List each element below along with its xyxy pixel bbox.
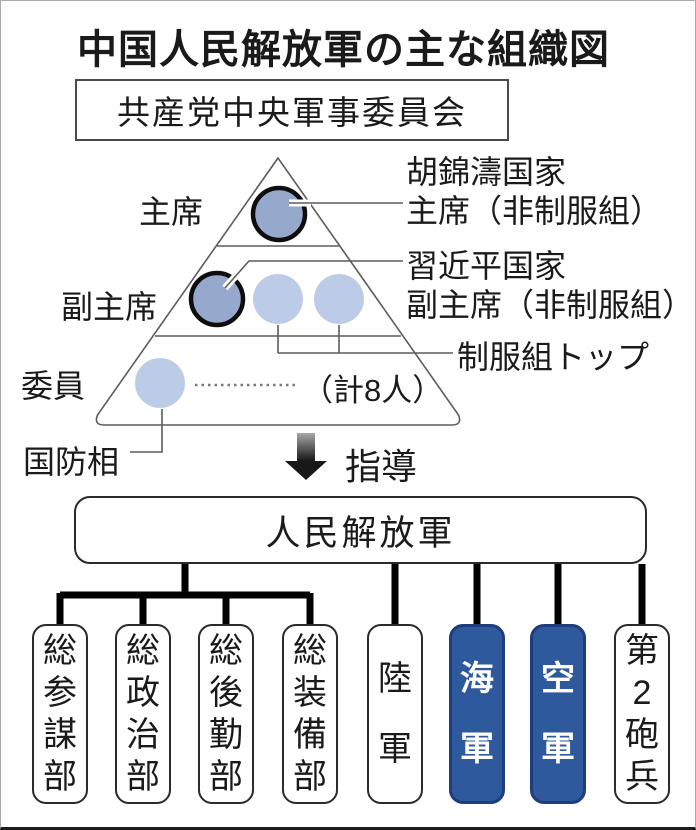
branch-box-general-political: 総政治部 [115,624,171,804]
vice-chairman-circle-light-1 [253,274,303,324]
guidance-arrow-shaft [297,433,315,462]
pla-box: 人民解放軍 [74,496,647,564]
chairman-annotation-line1: 胡錦濤国家 [406,154,567,190]
branch-box-army: 陸軍 [367,624,423,804]
org-connector-lines [56,564,646,625]
rank-label-member: 委員 [21,368,86,404]
vice-chairman-annotation-line1: 習近平国家 [406,248,567,284]
vice-chairman-annotation-line2: 副主席（非制服組） [406,287,695,323]
committee-box: 共産党中央軍事委員会 [75,79,509,141]
committee-label: 共産党中央軍事委員会 [117,94,467,131]
rank-label-vice-chairman: 副主席 [61,289,158,325]
chairman-annotation-line2: 主席（非制服組） [406,193,663,229]
guidance-arrow-label: 指導 [345,446,418,487]
chairman-circle [250,185,308,243]
leader-line-vice [224,260,403,289]
defense-minister-annotation: 国防相 [23,444,120,480]
chairman-annotation: 胡錦濤国家 主席（非制服組） [406,153,662,231]
vice-chairman-circle-light-2 [314,274,364,324]
branch-box-general-staff: 総参謀部 [32,624,88,804]
branch-box-general-armaments: 総装備部 [282,624,338,804]
pla-label: 人民解放軍 [265,513,456,553]
branch-box-air-force: 空軍 [530,624,586,804]
branch-box-general-logistics: 総後勤部 [198,624,254,804]
guidance-arrow-head [285,461,327,480]
vice-chairman-annotation: 習近平国家 副主席（非制服組） [406,247,694,325]
leader-line-uniformed-top [277,325,453,354]
page-title: 中国人民解放軍の主な組織図 [77,28,610,72]
leader-line-defense-minister [130,409,163,453]
uniformed-top-annotation: 制服組トップ [457,339,650,375]
branch-box-navy: 海軍 [449,624,505,804]
member-count-annotation: （計8人） [302,373,444,408]
rank-label-chairman: 主席 [139,194,204,230]
member-circle [135,358,185,408]
